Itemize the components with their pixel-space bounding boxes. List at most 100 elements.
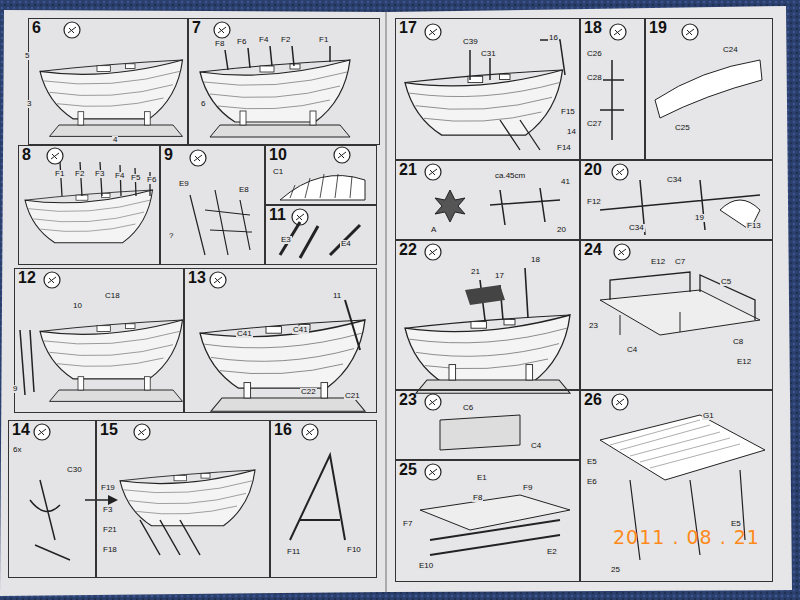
- callout-number: 41: [560, 178, 571, 186]
- step-number: 12: [15, 269, 39, 287]
- callout-number: E6: [586, 478, 598, 486]
- callout-number: 23: [588, 322, 599, 330]
- callout-number: E4: [340, 240, 352, 248]
- step-number: 13: [185, 269, 209, 287]
- callout-number: C24: [722, 46, 739, 54]
- callout-number: F10: [346, 546, 362, 554]
- callout-number: 21: [470, 268, 481, 276]
- step-number: 20: [581, 161, 605, 179]
- callout-number: F12: [586, 198, 602, 206]
- callout-number: C26: [586, 50, 603, 58]
- callout-number: C30: [66, 466, 83, 474]
- step-panel: 15: [96, 420, 270, 578]
- step-number: 18: [581, 19, 605, 37]
- callout-number: C5: [720, 278, 732, 286]
- callout-number: 4: [112, 136, 118, 144]
- callout-number: 9: [12, 385, 18, 393]
- callout-number: F5: [130, 174, 141, 182]
- callout-number: E10: [418, 562, 434, 570]
- step-number: 25: [396, 461, 420, 479]
- step-number: 19: [646, 19, 670, 37]
- callout-number: E9: [178, 180, 190, 188]
- callout-number: E2: [546, 548, 558, 556]
- callout-number: F3: [102, 506, 113, 514]
- callout-number: 19: [694, 214, 705, 222]
- step-panel: 26: [580, 390, 773, 582]
- callout-number: C6: [462, 404, 474, 412]
- callout-number: F11: [286, 548, 301, 556]
- callout-number: C4: [530, 442, 542, 450]
- step-panel: 18: [580, 18, 645, 160]
- step-panel: 12: [14, 268, 184, 413]
- callout-number: F3: [94, 170, 105, 178]
- callout-number: F19: [100, 484, 116, 492]
- callout-number: 14: [566, 128, 577, 136]
- step-number: 24: [581, 241, 605, 259]
- callout-number: F1: [54, 170, 65, 178]
- step-number: 21: [396, 161, 420, 179]
- callout-number: F9: [522, 484, 533, 492]
- callout-number: 17: [494, 272, 505, 280]
- step-panel: 14: [8, 420, 96, 578]
- callout-number: 25: [610, 566, 621, 574]
- callout-number: E5: [586, 458, 598, 466]
- callout-number: F6: [146, 176, 157, 184]
- step-number: 22: [396, 241, 420, 259]
- callout-number: C41: [292, 326, 309, 334]
- callout-number: F6: [236, 38, 247, 46]
- callout-number: F8: [472, 494, 483, 502]
- callout-number: ca.45cm: [494, 172, 526, 180]
- callout-number: 16: [548, 34, 559, 42]
- callout-number: 3: [26, 100, 32, 108]
- callout-number: C1: [272, 168, 284, 176]
- callout-number: F18: [102, 546, 118, 554]
- callout-number: C31: [480, 50, 497, 58]
- callout-number: E3: [280, 236, 292, 244]
- callout-number: 11: [332, 292, 342, 300]
- callout-number: E8: [238, 186, 250, 194]
- step-panel: 8: [18, 145, 160, 265]
- step-panel: 23: [395, 390, 580, 460]
- step-number: 11: [266, 206, 289, 224]
- callout-number: C34: [628, 224, 645, 232]
- step-panel: 21: [395, 160, 580, 240]
- callout-number: C4: [626, 346, 638, 354]
- callout-number: C28: [586, 74, 603, 82]
- callout-number: C8: [732, 338, 744, 346]
- step-panel: 9: [160, 145, 265, 265]
- callout-number: C41: [236, 330, 253, 338]
- step-panel: 20: [580, 160, 773, 240]
- callout-number: C39: [462, 38, 479, 46]
- step-number: 9: [161, 146, 176, 164]
- callout-number: 18: [530, 256, 541, 264]
- step-panel: 11: [265, 205, 377, 265]
- callout-number: E5: [730, 520, 742, 528]
- callout-number: 6: [200, 100, 206, 108]
- step-panel: 6: [28, 18, 188, 145]
- callout-number: C34: [666, 176, 683, 184]
- callout-number: F7: [402, 520, 413, 528]
- callout-number: 5: [24, 52, 30, 60]
- callout-number: E1: [476, 474, 488, 482]
- callout-number: C22: [300, 388, 317, 396]
- step-number: 8: [19, 146, 34, 164]
- callout-number: C25: [674, 124, 691, 132]
- callout-number: F15: [560, 108, 576, 116]
- step-number: 7: [189, 19, 204, 37]
- step-number: 17: [396, 19, 420, 37]
- callout-number: E12: [650, 258, 666, 266]
- step-number: 6: [29, 19, 44, 37]
- step-number: 16: [271, 421, 295, 439]
- callout-number: F4: [258, 36, 269, 44]
- callout-number: C21: [344, 392, 361, 400]
- callout-number: 20: [556, 226, 567, 234]
- callout-number: ?: [168, 232, 174, 240]
- callout-number: F4: [114, 172, 125, 180]
- step-number: 26: [581, 391, 605, 409]
- callout-number: F14: [556, 144, 572, 152]
- step-panel: 22: [395, 240, 580, 390]
- step-number: 23: [396, 391, 420, 409]
- date-stamp: 2011 . 08 . 21: [612, 528, 761, 547]
- callout-number: C27: [586, 120, 603, 128]
